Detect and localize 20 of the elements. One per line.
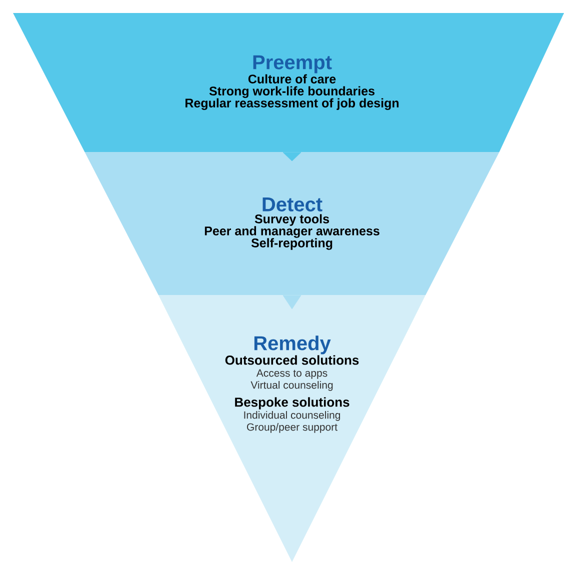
group-heading: Bespoke solutions bbox=[235, 397, 350, 410]
band-title: Detect bbox=[262, 198, 322, 212]
list-item: Virtual counseling bbox=[250, 381, 333, 391]
list-item: Regular reassessment of job design bbox=[186, 98, 399, 110]
pointer-triangle bbox=[282, 295, 302, 310]
funnel-tip bbox=[158, 295, 426, 562]
group-heading: Outsourced solutions bbox=[225, 355, 359, 365]
list-item: Culture of care bbox=[248, 74, 336, 84]
funnel-band bbox=[84, 152, 500, 295]
list-item: Self-reporting bbox=[251, 238, 332, 250]
funnel-band bbox=[13, 13, 564, 152]
list-item: Group/peer support bbox=[247, 423, 338, 433]
list-item: Survey tools bbox=[254, 214, 329, 226]
list-item: Strong work-life boundaries bbox=[209, 86, 374, 98]
band-title: Remedy bbox=[254, 336, 331, 354]
list-item: Peer and manager awareness bbox=[204, 226, 380, 238]
list-item: Access to apps bbox=[256, 369, 328, 379]
list-item: Individual counseling bbox=[244, 411, 340, 421]
pointer-triangle bbox=[282, 152, 302, 162]
band-title: Preempt bbox=[253, 55, 332, 74]
